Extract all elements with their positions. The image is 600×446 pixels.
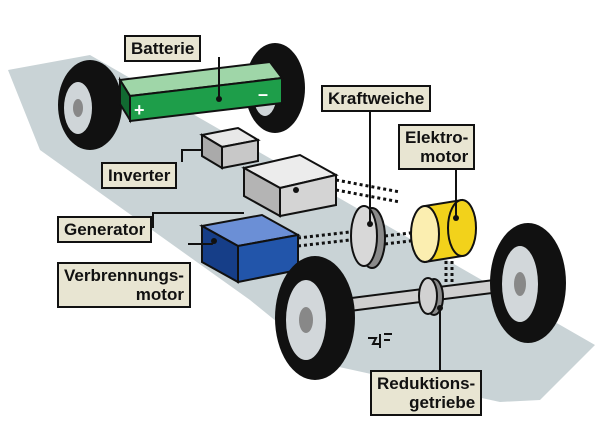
front-left-wheel — [275, 256, 355, 380]
rear-left-wheel — [58, 60, 122, 150]
battery-minus-symbol: – — [258, 84, 268, 104]
battery: + – — [118, 60, 284, 124]
inverter-box — [199, 126, 261, 170]
dotted-shafts — [297, 178, 454, 282]
chassis-floor — [8, 55, 595, 402]
generator-box — [241, 153, 339, 218]
battery-plus-symbol: + — [134, 100, 145, 120]
label-reduktionsgetriebe: Reduktions- getriebe — [370, 370, 483, 416]
artist-logo — [368, 333, 392, 348]
label-inverter: Inverter — [101, 162, 178, 189]
label-batterie: Batterie — [124, 35, 202, 62]
label-kraftweiche: Kraftweiche — [321, 85, 432, 112]
label-generator: Generator — [57, 216, 153, 243]
electric-motor — [410, 198, 477, 264]
reduction-gear — [418, 277, 444, 316]
front-right-wheel — [490, 223, 566, 343]
label-verbrennungsmotor: Verbrennungs- motor — [57, 262, 191, 308]
leader-lines — [152, 57, 457, 372]
label-elektromotor: Elektro- motor — [398, 124, 476, 170]
power-split-device — [350, 205, 386, 269]
